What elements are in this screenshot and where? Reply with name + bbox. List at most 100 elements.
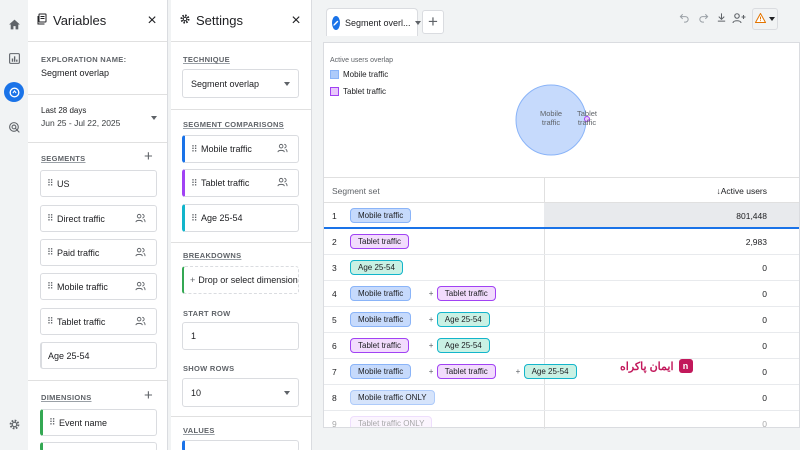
drag-handle-icon[interactable]: ⠿ bbox=[47, 178, 54, 188]
cell-active-users: 0 bbox=[762, 367, 767, 377]
segment-chip-us[interactable]: ⠿ US bbox=[40, 170, 157, 197]
segment-plus-sign: + bbox=[428, 289, 434, 298]
row-number: 9 bbox=[332, 419, 337, 427]
close-icon[interactable]: × bbox=[291, 11, 301, 29]
drag-handle-icon[interactable]: ⠿ bbox=[191, 177, 198, 188]
segment-label: Mobile traffic bbox=[57, 281, 108, 292]
segment-label: Tablet traffic bbox=[57, 316, 106, 327]
advertising-icon[interactable] bbox=[4, 117, 24, 137]
exploration-canvas: Segment overl... + Active users overlap … bbox=[323, 0, 800, 450]
drag-handle-icon[interactable]: ⠿ bbox=[191, 212, 198, 223]
user-segment-icon bbox=[135, 281, 146, 293]
settings-header: Settings × bbox=[171, 0, 311, 42]
drag-handle-icon[interactable]: ⠿ bbox=[47, 213, 54, 223]
plus-icon: + bbox=[190, 275, 196, 285]
add-tab-button[interactable]: + bbox=[422, 10, 444, 34]
column-divider bbox=[544, 177, 545, 429]
date-range-text: Jun 25 - Jul 22, 2025 bbox=[41, 118, 121, 128]
segment-pill: Tablet traffic bbox=[350, 338, 409, 353]
explore-icon[interactable] bbox=[4, 82, 24, 102]
segment-pill: Tablet traffic bbox=[436, 286, 496, 301]
nav-rail bbox=[0, 0, 28, 450]
settings-gear-icon bbox=[179, 12, 191, 30]
share-user-add-icon[interactable] bbox=[732, 12, 746, 27]
start-row-value: 1 bbox=[191, 331, 197, 341]
dimension-chip[interactable]: ⠿ Event name bbox=[40, 409, 157, 436]
drag-handle-icon[interactable]: ⠿ bbox=[47, 316, 54, 326]
segment-chip-direct[interactable]: ⠿ Direct traffic bbox=[40, 205, 157, 232]
divider bbox=[28, 142, 167, 143]
drag-handle-icon[interactable]: ⠿ bbox=[49, 417, 56, 427]
add-segment-plus-icon[interactable]: + bbox=[144, 148, 153, 165]
admin-gear-icon[interactable] bbox=[4, 414, 24, 434]
reports-icon[interactable] bbox=[4, 48, 24, 68]
value-bar bbox=[544, 203, 799, 227]
dimensions-label: DIMENSIONS bbox=[41, 393, 92, 402]
start-row-input[interactable]: 1 bbox=[182, 322, 299, 350]
dimension-chip[interactable] bbox=[40, 442, 157, 450]
segment-plus-sign: + bbox=[428, 341, 434, 350]
variables-header: Variables × bbox=[28, 0, 167, 42]
start-row-label: START ROW bbox=[183, 309, 231, 318]
show-rows-dropdown[interactable]: 10 bbox=[182, 378, 299, 407]
date-range-picker[interactable]: Last 28 days Jun 25 - Jul 22, 2025 bbox=[41, 106, 161, 128]
column-header-segment-set[interactable]: Segment set bbox=[332, 186, 380, 196]
segment-chip-paid[interactable]: ⠿ Paid traffic bbox=[40, 239, 157, 266]
legend-label: Mobile traffic bbox=[343, 70, 389, 79]
segment-chip-mobile[interactable]: ⠿ Mobile traffic bbox=[40, 273, 157, 300]
exploration-name-field[interactable]: Segment overlap bbox=[41, 68, 110, 78]
drag-handle-icon[interactable]: ⠿ bbox=[191, 143, 198, 154]
divider bbox=[28, 94, 167, 95]
undo-icon[interactable] bbox=[679, 12, 690, 26]
segment-pill: Age 25-54 bbox=[436, 338, 490, 353]
venn-diagram bbox=[515, 84, 590, 156]
sampling-warning-button[interactable] bbox=[752, 8, 778, 30]
segment-chip-tablet[interactable]: ⠿ Tablet traffic bbox=[40, 308, 157, 335]
divider bbox=[171, 242, 311, 243]
technique-dropdown[interactable]: Segment overlap bbox=[182, 69, 299, 98]
comparison-label: Mobile traffic bbox=[201, 144, 252, 154]
venn-label-tablet: Tablet traffic bbox=[576, 109, 597, 127]
segment-plus-sign: + bbox=[428, 315, 434, 324]
close-icon[interactable]: × bbox=[147, 11, 157, 29]
segment-pill: Tablet traffic bbox=[436, 364, 496, 379]
segment-label: US bbox=[57, 178, 70, 189]
divider bbox=[171, 109, 311, 110]
tab-segment-overlap[interactable]: Segment overl... bbox=[326, 8, 421, 36]
tab-chevron-down-icon[interactable] bbox=[414, 20, 421, 25]
drag-handle-icon[interactable]: ⠿ bbox=[47, 281, 54, 291]
drag-handle-icon[interactable]: ⠿ bbox=[47, 247, 54, 257]
comparison-chip-mobile[interactable]: ⠿ Mobile traffic bbox=[182, 135, 299, 163]
table-header: Segment set ↓Active users bbox=[324, 177, 799, 203]
home-icon[interactable] bbox=[4, 14, 24, 34]
chevron-down-icon bbox=[769, 17, 775, 21]
redo-icon[interactable] bbox=[698, 12, 709, 26]
segment-pill: Mobile traffic bbox=[350, 364, 412, 379]
download-icon[interactable] bbox=[716, 12, 727, 26]
comparison-chip-age[interactable]: ⠿ Age 25-54 bbox=[182, 204, 299, 232]
value-chip[interactable] bbox=[182, 440, 299, 450]
venn-circle-tablet[interactable] bbox=[584, 116, 590, 122]
segment-label: Age 25-54 bbox=[48, 350, 90, 361]
tab-label: Segment overl... bbox=[345, 17, 411, 28]
breakdown-drop-zone[interactable]: + Drop or select dimension bbox=[182, 266, 299, 294]
segment-plus-sign: + bbox=[428, 367, 434, 376]
legend-swatch bbox=[330, 87, 339, 96]
row-number: 2 bbox=[332, 237, 337, 247]
segment-chip-age[interactable]: Age 25-54 bbox=[40, 342, 157, 369]
variables-title: Variables bbox=[53, 13, 107, 28]
add-dimension-plus-icon[interactable]: + bbox=[144, 387, 153, 404]
comparison-chip-tablet[interactable]: ⠿ Tablet traffic bbox=[182, 169, 299, 197]
column-header-active-users[interactable]: ↓Active users bbox=[716, 186, 767, 196]
user-segment-icon bbox=[277, 177, 288, 189]
comparison-label: Tablet traffic bbox=[201, 178, 250, 188]
